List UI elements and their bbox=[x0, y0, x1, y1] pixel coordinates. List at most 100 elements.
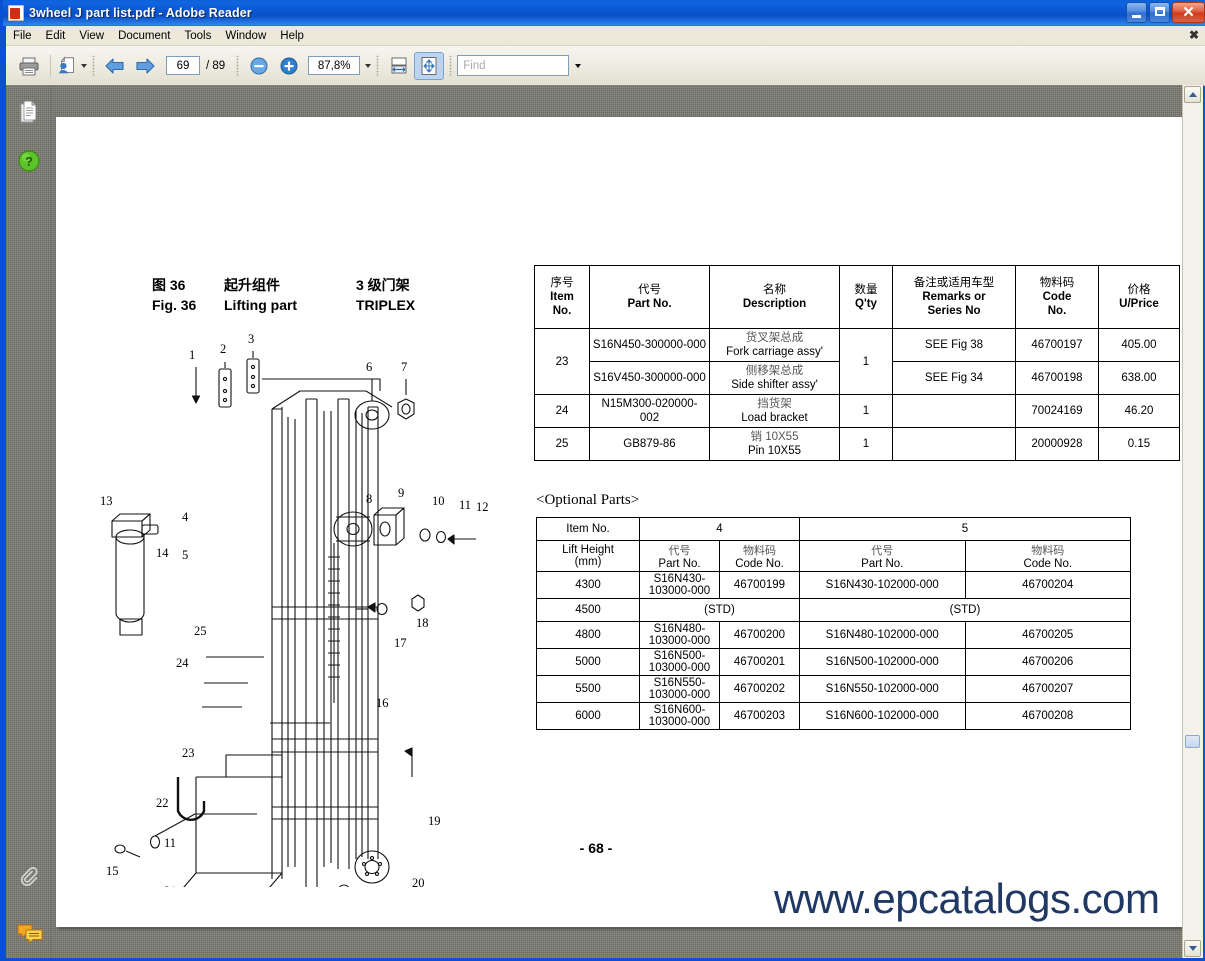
cell-code-no-5: 46700204 bbox=[964, 571, 1131, 599]
cell-description: 侧移架总成 Side shifter assy' bbox=[709, 361, 840, 395]
menu-item-tools[interactable]: Tools bbox=[184, 29, 212, 42]
print-icon bbox=[19, 57, 39, 75]
fit-page-button[interactable] bbox=[414, 51, 445, 80]
zoom-dropdown-chevron-down-icon[interactable] bbox=[365, 63, 372, 68]
cell-code-no: 70024169 bbox=[1015, 394, 1099, 428]
previous-page-arrow-icon bbox=[105, 57, 124, 74]
cell-code-no-4: 46700199 bbox=[719, 571, 800, 599]
header-part-no-4-cn: 代号 bbox=[668, 545, 691, 557]
cell-description-cn: 销 10X55 bbox=[750, 431, 799, 443]
maximize-button[interactable] bbox=[1149, 2, 1170, 23]
callout-14: 14 bbox=[156, 546, 169, 560]
cell-item-no: 24 bbox=[534, 394, 590, 428]
cell-part-no: N15M300-020000-002 bbox=[589, 394, 710, 428]
zoom-in-icon bbox=[280, 57, 298, 74]
navigation-panel-strip: ? bbox=[6, 85, 52, 958]
search-input[interactable]: Find bbox=[457, 55, 570, 76]
cell-qty: 1 bbox=[839, 328, 893, 395]
close-document-icon[interactable]: ✖ bbox=[1188, 28, 1199, 42]
zoom-out-icon bbox=[250, 57, 268, 74]
cell-part-no-5: S16N550-102000-000 bbox=[799, 675, 966, 703]
menu-item-window[interactable]: Window bbox=[225, 29, 267, 42]
cell-part-no-4: S16N500-103000-000 bbox=[639, 648, 720, 676]
cell-remarks: SEE Fig 34 bbox=[892, 361, 1016, 395]
close-icon: ✕ bbox=[1182, 4, 1195, 21]
table-row: 25 GB879-86 销 10X55 Pin 10X55 1 20000928… bbox=[534, 427, 1180, 461]
comments-panel-icon[interactable] bbox=[17, 923, 43, 947]
lift-height-label: Lift Height bbox=[562, 544, 614, 556]
callout-5: 5 bbox=[182, 548, 188, 562]
zoom-in-button[interactable] bbox=[274, 52, 304, 80]
scroll-up-button[interactable] bbox=[1184, 86, 1201, 103]
callout-8: 8 bbox=[366, 492, 372, 506]
cell-description: 销 10X55 Pin 10X55 bbox=[709, 427, 840, 461]
menu-item-view[interactable]: View bbox=[79, 29, 105, 42]
callout-15: 15 bbox=[106, 864, 119, 878]
optional-parts-title: <Optional Parts> bbox=[536, 492, 640, 508]
cell-item-no: 25 bbox=[534, 427, 590, 461]
callout-4: 4 bbox=[182, 510, 189, 524]
email-document-button[interactable] bbox=[57, 52, 87, 80]
menu-item-document[interactable]: Document bbox=[118, 29, 171, 42]
cell-code-no-4: 46700202 bbox=[719, 675, 800, 703]
help-panel-icon[interactable]: ? bbox=[17, 149, 41, 173]
cell-part-no-5: S16N430-102000-000 bbox=[799, 571, 966, 599]
scroll-down-button[interactable] bbox=[1184, 940, 1201, 957]
minimize-button[interactable] bbox=[1126, 2, 1147, 23]
callout-18: 18 bbox=[416, 616, 429, 630]
fit-width-button[interactable] bbox=[384, 52, 414, 80]
header-group-4: 4 bbox=[639, 517, 800, 541]
page-number-input[interactable]: 69 bbox=[166, 56, 200, 75]
close-button[interactable]: ✕ bbox=[1172, 2, 1205, 23]
header-code-no-5-en: Code No. bbox=[1023, 558, 1073, 570]
cell-part-no-5: S16N480-102000-000 bbox=[799, 621, 966, 649]
header-code-no-4-cn: 物料码 bbox=[743, 545, 776, 557]
header-item-no: Item No. bbox=[536, 517, 640, 541]
header-part-no-4-en: Part No. bbox=[658, 558, 701, 570]
vertical-scrollbar[interactable] bbox=[1182, 85, 1203, 958]
find-dropdown-chevron-down-icon[interactable] bbox=[575, 63, 582, 68]
zoom-level-input[interactable]: 87,8% bbox=[308, 56, 361, 75]
pages-panel-icon[interactable] bbox=[17, 99, 41, 123]
callout-16: 16 bbox=[376, 696, 389, 710]
cell-std-4: (STD) bbox=[639, 598, 800, 622]
cell-code-no-5: 46700205 bbox=[964, 621, 1131, 649]
cell-description: 货叉架总成 Fork carriage assy' bbox=[709, 328, 840, 362]
figure-number-en: Fig. 36 bbox=[152, 297, 197, 313]
header-lift-height: Lift Height (mm) bbox=[536, 540, 640, 572]
table-row: 4300 S16N430-103000-000 46700199 S16N430… bbox=[536, 571, 1131, 599]
print-button[interactable] bbox=[14, 52, 44, 80]
cell-u-price: 405.00 bbox=[1098, 328, 1180, 362]
window-controls: ✕ bbox=[1126, 2, 1205, 23]
menu-item-help[interactable]: Help bbox=[280, 29, 304, 42]
cell-code-no: 46700198 bbox=[1015, 361, 1099, 395]
header-u-price-cn: 价格 bbox=[1127, 284, 1151, 296]
pdf-document-icon bbox=[8, 5, 24, 21]
exploded-view-drawing: 1 2 3 4 5 6 7 8 9 10 11 12 13 14 bbox=[76, 307, 526, 958]
callout-3: 3 bbox=[248, 332, 254, 346]
cell-part-no-4: S16N600-103000-000 bbox=[639, 702, 720, 730]
previous-page-button[interactable] bbox=[100, 52, 130, 80]
header-part-no-5: 代号 Part No. bbox=[799, 540, 966, 572]
menu-item-edit[interactable]: Edit bbox=[45, 29, 66, 42]
cell-description-cn: 货叉架总成 bbox=[745, 332, 804, 344]
cell-u-price: 0.15 bbox=[1098, 427, 1180, 461]
chevron-down-icon[interactable] bbox=[81, 63, 87, 68]
zoom-out-button[interactable] bbox=[244, 52, 274, 80]
attachments-panel-icon[interactable] bbox=[17, 865, 41, 889]
cell-description: 挡货架 Load bracket bbox=[709, 394, 840, 428]
scrollbar-thumb[interactable] bbox=[1185, 735, 1200, 748]
title-bar: 3wheel J part list.pdf - Adobe Reader ✕ bbox=[3, 0, 1205, 26]
figure-mast-cn: 3 级门架 bbox=[356, 277, 410, 293]
menu-item-file[interactable]: File bbox=[13, 29, 32, 42]
next-page-button[interactable] bbox=[130, 52, 160, 80]
table-row: 24 N15M300-020000-002 挡货架 Load bracket 1… bbox=[534, 394, 1180, 428]
optional-parts-table: Item No. 4 5 Lift Height (mm) 代号 Part No… bbox=[536, 517, 1131, 730]
callout-21a: 21 bbox=[164, 884, 177, 887]
cell-part-no: GB879-86 bbox=[589, 427, 710, 461]
